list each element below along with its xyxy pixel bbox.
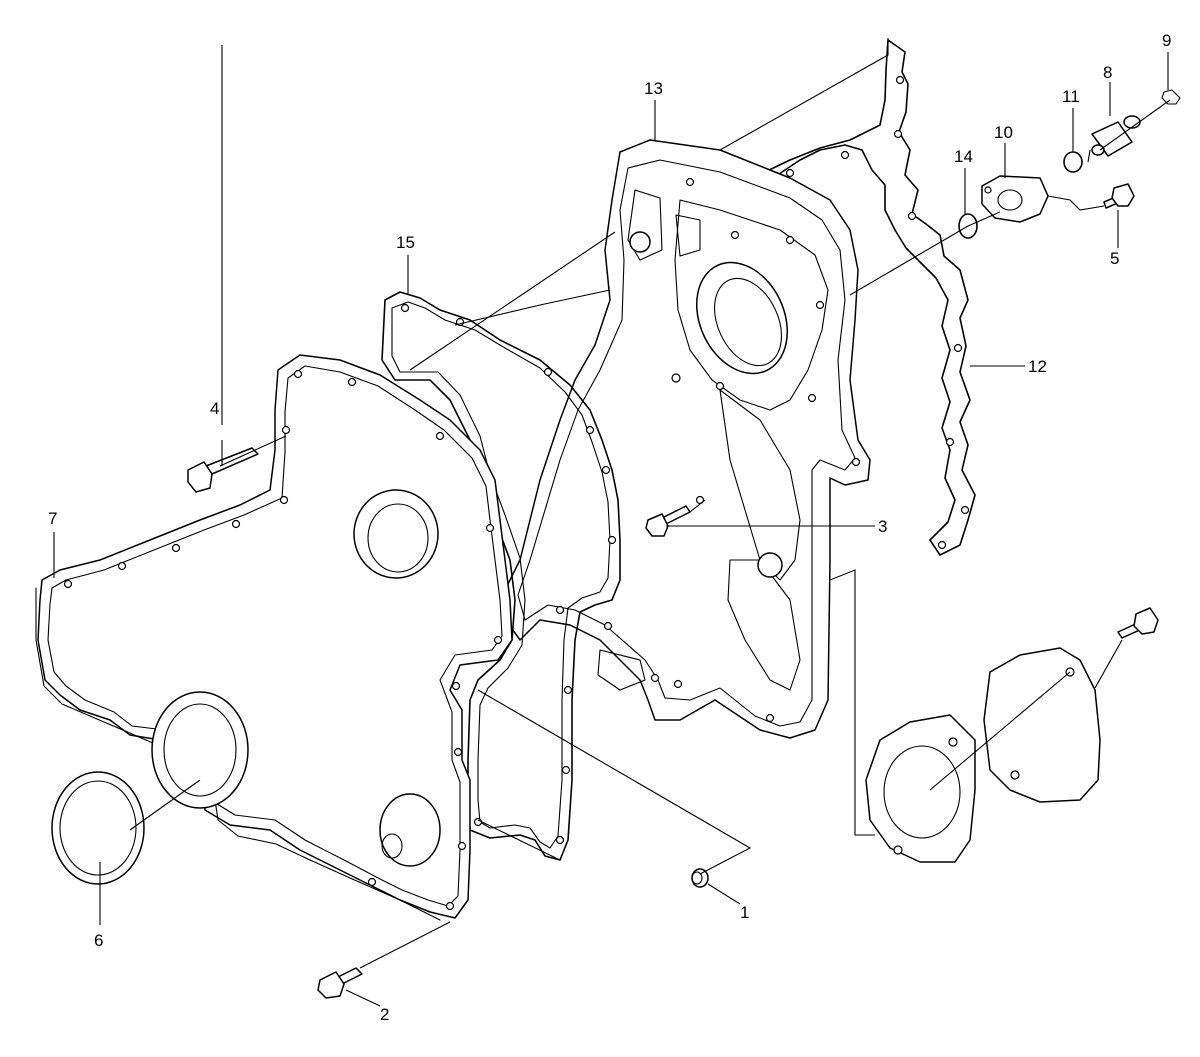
access-cover-plate [865,647,1101,863]
callout-4: 4 [210,399,219,418]
callout-9: 9 [1162,31,1171,50]
callout-15: 15 [396,233,415,252]
callout-labels: 1 2 3 4 5 6 7 8 9 10 11 12 13 14 15 [48,31,1171,1024]
callout-10: 10 [994,123,1013,142]
oil-seal-part-6 [51,691,249,885]
o-ring-part-14 [958,213,978,239]
bolt-part-3 [645,505,691,537]
bolt-part-2 [317,967,363,999]
callout-12: 12 [1028,357,1047,376]
gasket-part-12 [764,39,976,556]
callout-8: 8 [1103,63,1112,82]
actuator-part-8 [1091,115,1141,157]
callout-6: 6 [94,931,103,950]
gear-housing-part-13 [504,139,871,739]
callout-11: 11 [1062,87,1080,106]
front-cover [37,354,513,919]
bolt-part-4 [187,447,259,493]
callout-14: 14 [954,147,973,166]
clip-part-9 [1161,89,1181,105]
o-ring-part-11 [1063,151,1083,173]
callout-3: 3 [878,517,887,536]
bolt-right-cover [1117,607,1159,639]
callout-2: 2 [380,1005,389,1024]
callout-7: 7 [48,509,57,528]
plug-part-1 [691,868,709,888]
bolt-part-5 [1103,183,1135,209]
callout-1: 1 [740,903,749,922]
leader-lines [53,38,1171,1007]
callout-13: 13 [644,79,663,98]
housing-part-10 [981,175,1049,223]
callout-5: 5 [1110,249,1119,268]
